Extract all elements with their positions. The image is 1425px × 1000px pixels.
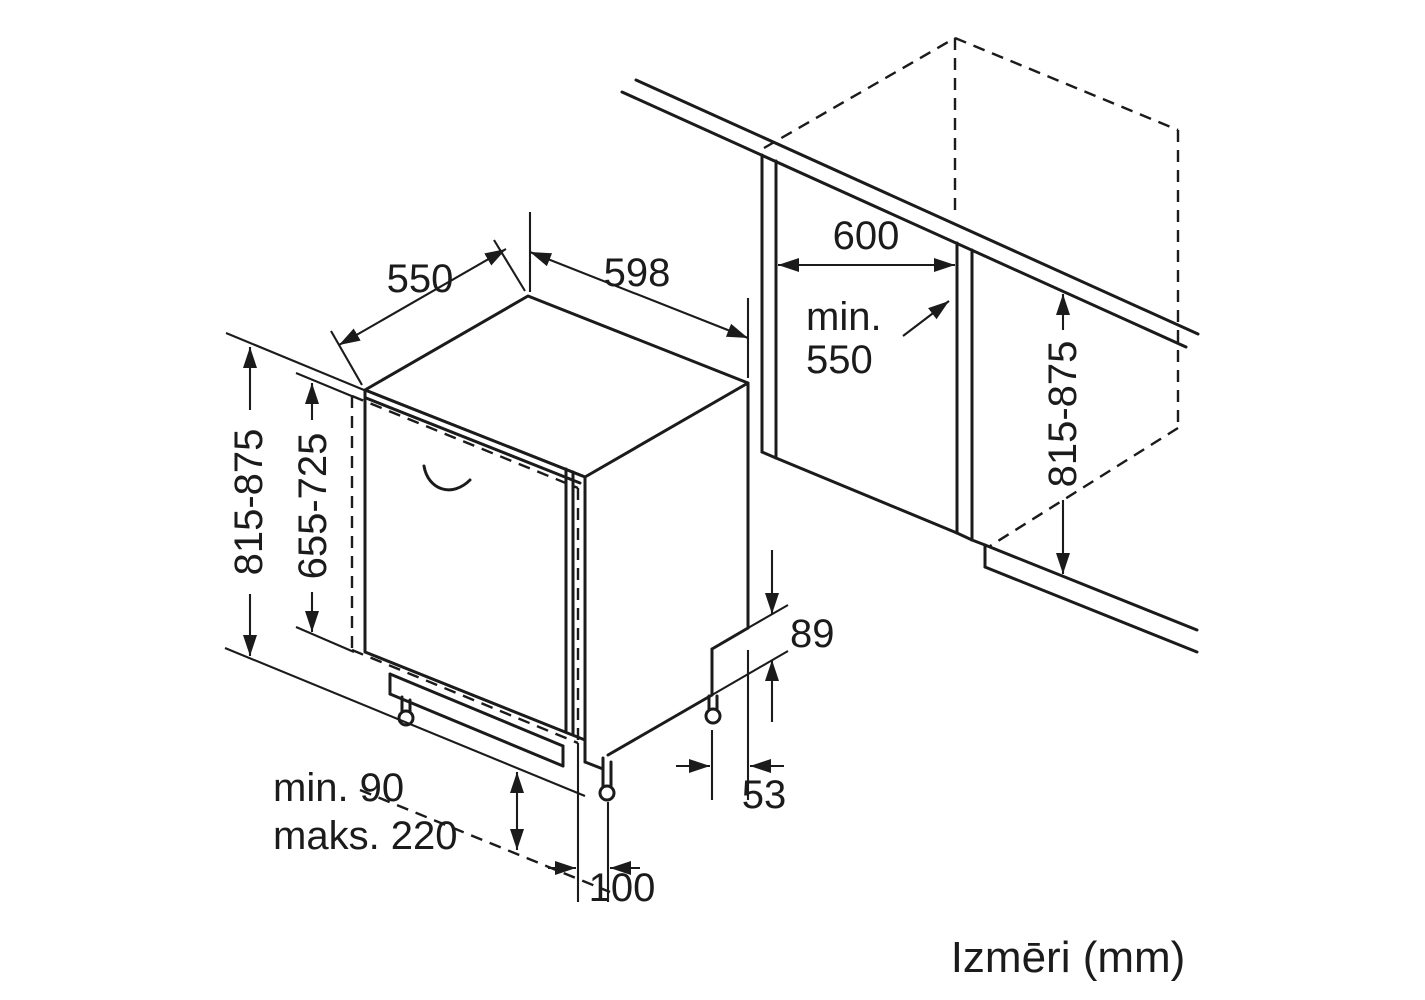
label-niche-depth-prefix: min. [806,295,882,339]
extension-lines [224,212,789,902]
diagram-caption: Izmēri (mm) [951,933,1186,982]
appliance-body [350,294,750,894]
label-front-foot-setback: 100 [589,866,656,910]
label-niche-depth-value: 550 [806,338,873,382]
label-appliance-depth: 550 [387,257,454,301]
label-plinth-max: maks. 220 [273,814,458,858]
adjustable-feet [397,694,722,802]
label-appliance-height: 815-875 [227,429,271,576]
plinth [388,672,565,768]
label-rear-foot-setback: 53 [742,773,787,817]
cabinet-dashed-outline [763,36,1180,548]
label-furniture-door-height: 655-725 [291,433,335,580]
label-niche-height: 815-875 [1041,341,1085,488]
appliance-side-and-recess [583,381,750,771]
label-appliance-width: 598 [604,251,671,295]
label-rear-recess-height: 89 [790,612,835,656]
dimension-labels: 550 598 600 min. 550 815-875 655-725 815… [227,214,1185,982]
furniture-door-dashed-outline [350,394,611,894]
dimension-arrows [243,248,1070,875]
door-edge-lines [364,396,582,736]
label-plinth-min: min. 90 [273,766,404,810]
worktop-and-niche [620,78,1200,654]
label-niche-width: 600 [833,214,900,258]
door-handle [422,464,472,492]
front-foot [598,784,616,802]
front-left-foot [397,709,415,727]
rear-foot [704,707,722,725]
